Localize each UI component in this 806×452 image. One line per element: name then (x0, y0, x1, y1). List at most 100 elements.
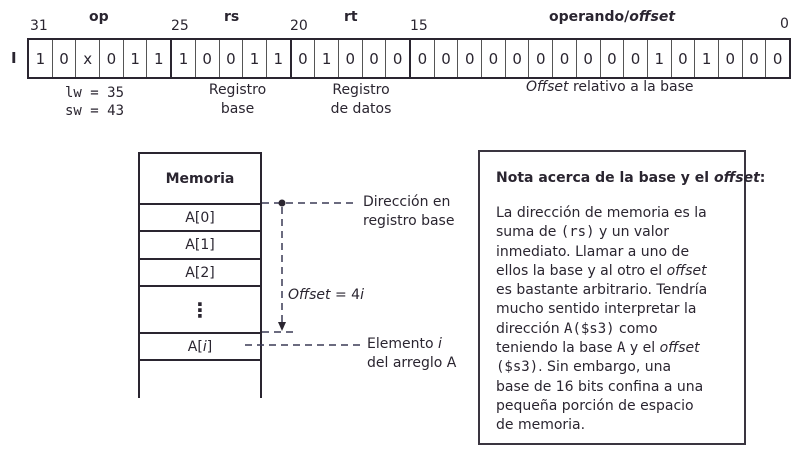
offset-eq: = 4 (330, 287, 361, 303)
note-text-segment: ellos la base y al otro el (496, 262, 667, 279)
note-line: ellos la base y al otro el offset (496, 262, 707, 281)
note-text-segment: A($s3) (564, 320, 615, 337)
note-text-segment: . Sin embargo, una (538, 359, 672, 376)
memory-header: Memoria (140, 154, 260, 205)
memory-cell-a0: A[0] (140, 205, 260, 232)
bit-cell-offset: 0 (601, 40, 625, 77)
bit-cell-rt: 0 (292, 40, 316, 77)
base-line1: Dirección en (363, 194, 451, 210)
bit-cell-offset: 0 (411, 40, 435, 77)
bit-cell-op: 1 (29, 40, 53, 77)
note-text-segment: offset (659, 340, 700, 357)
note-text-segment: offset (666, 262, 707, 279)
note-line: base de 16 bits confina a una (496, 378, 707, 397)
caption-rt-line1: Registro (332, 82, 390, 98)
caption-rt-line2: de datos (330, 101, 392, 117)
note-line: inmediato. Llamar a uno de (496, 243, 707, 262)
note-text-segment: teniendo la base (496, 340, 617, 357)
memory-cell-a1: A[1] (140, 232, 260, 260)
bit-cell-offset: 0 (624, 40, 648, 77)
note-text-segment: y un valor (594, 224, 669, 241)
bit-cell-op: 0 (100, 40, 124, 77)
note-text-segment: es bastante arbitrario. Tendría (496, 282, 708, 299)
note-text-segment: de memoria. (496, 417, 586, 434)
bit-cell-offset: 0 (672, 40, 696, 77)
note-text-segment: ($s3) (496, 359, 539, 376)
field-rs-name: rs (224, 9, 240, 25)
caption-rs-line2: base (220, 101, 255, 117)
note-line: suma de (rs) y un valor (496, 223, 707, 242)
note-text-segment: y el (625, 340, 660, 357)
caption-rt: Registro de datos (322, 81, 400, 119)
note-line: pequeña porción de espacio (496, 397, 707, 416)
bit-cell-offset: 1 (695, 40, 719, 77)
note-box: Nota acerca de la base y el offset: La d… (478, 150, 765, 445)
caption-rs-line1: Registro (208, 82, 267, 98)
offset-i: i (360, 287, 364, 303)
note-text-segment: como (614, 320, 658, 337)
memory-ellipsis: ⋮ (140, 287, 260, 334)
bit-cell-rt: 0 (386, 40, 411, 77)
bit-cell-offset: 0 (482, 40, 506, 77)
label-offset: Offset = 4i (288, 287, 364, 303)
note-text-segment: (rs) (560, 224, 595, 241)
bit-cell-rs: 0 (220, 40, 244, 77)
note-line: teniendo la base A y el offset (496, 339, 707, 358)
bit-cell-offset: 0 (577, 40, 601, 77)
memory-column: Memoria A[0] A[1] A[2] ⋮ A[i] (138, 152, 262, 398)
base-line2: registro base (363, 213, 455, 229)
bit-cell-offset: 0 (553, 40, 577, 77)
bit-cell-offset: 0 (743, 40, 767, 77)
elem-line1: Elemento (367, 336, 438, 352)
offset-name-main: operando/ (549, 9, 630, 25)
field-op-name: op (89, 9, 109, 25)
bit-cell-rs: 1 (267, 40, 292, 77)
field-offset-name: operando/offset (549, 9, 675, 25)
caption-offset-rest: relativo a la base (568, 79, 694, 95)
ai-index: i (202, 338, 207, 355)
bit-15: 15 (410, 18, 428, 34)
note-body: La dirección de memoria es la suma de (rs… (496, 204, 707, 436)
note-line: La dirección de memoria es la (496, 204, 707, 223)
note-line: es bastante arbitrario. Tendría (496, 281, 707, 300)
bit-cell-rt: 1 (315, 40, 339, 77)
note-line: mucho sentido interpretar la (496, 300, 707, 319)
note-text-segment: A (617, 340, 626, 357)
note-text-segment: base de 16 bits confina a una (496, 378, 704, 395)
bit-cell-offset: 0 (529, 40, 554, 77)
note-text-segment: pequeña porción de espacio (496, 397, 694, 414)
bit-cell-rs: 1 (172, 40, 196, 77)
note-text-segment: suma de (496, 224, 561, 241)
ai-prefix: A[ (187, 338, 203, 355)
bit-cell-offset: 0 (719, 40, 743, 77)
bit-cell-op: x (76, 40, 101, 77)
note-text-segment: mucho sentido interpretar la (496, 301, 697, 318)
bit-cell-rs: 1 (243, 40, 267, 77)
note-title-colon: : (759, 170, 766, 186)
note-text-segment: dirección (496, 320, 565, 337)
note-text-segment: La dirección de memoria es la (496, 205, 707, 221)
bit-cell-offset: 0 (772, 49, 783, 68)
bit-cell-offset: 0 (458, 40, 483, 77)
note-line: ($s3). Sin embargo, una (496, 358, 707, 377)
caption-lw: lw = 35 (65, 85, 125, 101)
note-text-segment: inmediato. Llamar a uno de (496, 243, 690, 260)
arrow-head-icon (278, 322, 286, 331)
elem-i: i (437, 336, 442, 352)
caption-offset: Offset relativo a la base (526, 79, 694, 95)
bit-25: 25 (171, 18, 189, 34)
bit-cell-offset: 0 (435, 40, 459, 77)
elem-line2: del arreglo A (367, 355, 457, 371)
ai-suffix: ] (206, 338, 213, 355)
base-point (278, 199, 286, 207)
format-label: I (11, 49, 17, 67)
offset-name-italic: offset (629, 9, 676, 25)
note-line: de memoria. (496, 416, 707, 435)
memory-cell-ai: A[i] (140, 334, 260, 361)
caption-sw: sw = 43 (65, 103, 125, 119)
note-title-main: Nota acerca de la base y el (496, 170, 714, 186)
note-title-italic: offset (713, 170, 760, 186)
bit-cell-offset: 0 (506, 40, 530, 77)
